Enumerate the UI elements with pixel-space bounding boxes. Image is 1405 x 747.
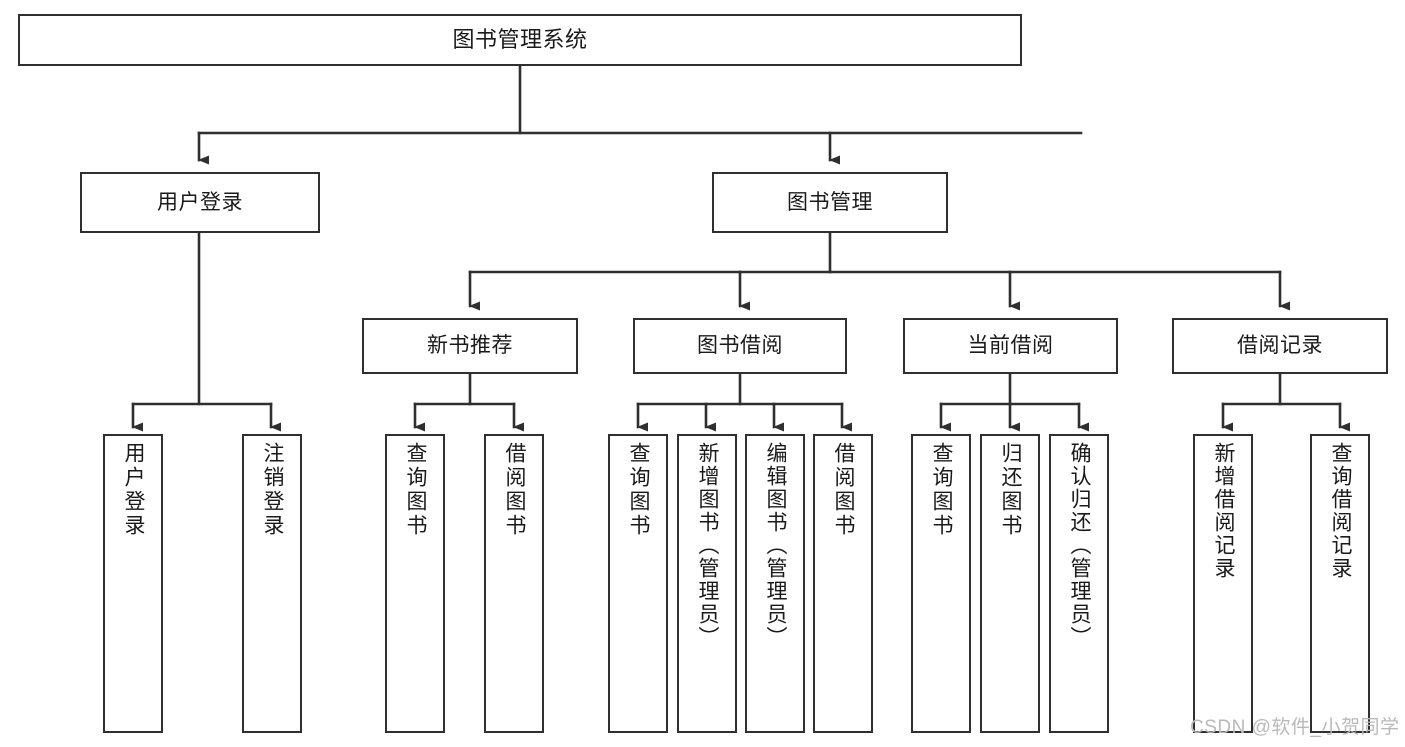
node-user-login[interactable]: 用户登录 — [80, 172, 320, 233]
node-book-management[interactable]: 图书管理 — [712, 172, 948, 233]
node-label: 新增图书（管理员） — [696, 442, 720, 649]
leaf-edit-book-admin[interactable]: 编辑图书（管理员） — [745, 434, 805, 733]
leaf-query-book-new-rec[interactable]: 查询图书 — [385, 434, 445, 733]
node-new-book-recommendation[interactable]: 新书推荐 — [362, 318, 578, 374]
leaf-logout[interactable]: 注销登录 — [242, 434, 302, 733]
node-label: 当前借阅 — [967, 334, 1054, 358]
node-current-borrowing[interactable]: 当前借阅 — [903, 318, 1118, 374]
node-label: 查询图书 — [930, 442, 954, 538]
node-label: 借阅记录 — [1237, 334, 1323, 358]
leaf-return-book[interactable]: 归还图书 — [980, 434, 1040, 733]
node-label: 图书借阅 — [697, 334, 783, 358]
leaf-add-borrow-record[interactable]: 新增借阅记录 — [1193, 434, 1253, 733]
node-root-book-management-system[interactable]: 图书管理系统 — [18, 14, 1022, 66]
leaf-borrow-book-new-rec[interactable]: 借阅图书 — [484, 434, 544, 733]
node-label: 查询图书 — [627, 442, 651, 538]
leaf-confirm-return-admin[interactable]: 确认归还（管理员） — [1049, 434, 1109, 733]
leaf-user-login[interactable]: 用户登录 — [103, 434, 163, 733]
node-label: 借阅图书 — [832, 442, 856, 538]
node-label: 图书管理系统 — [452, 26, 588, 52]
leaf-query-book-borrow[interactable]: 查询图书 — [608, 434, 668, 733]
leaf-query-book-current[interactable]: 查询图书 — [911, 434, 971, 733]
node-label: 编辑图书（管理员） — [764, 442, 788, 649]
node-label: 用户登录 — [122, 442, 146, 538]
node-label: 借阅图书 — [503, 442, 527, 538]
node-label: 注销登录 — [261, 442, 285, 538]
node-label: 新书推荐 — [427, 334, 513, 358]
leaf-borrow-book-borrow[interactable]: 借阅图书 — [813, 434, 873, 733]
node-label: 用户登录 — [157, 190, 243, 214]
node-label: 确认归还（管理员） — [1068, 442, 1092, 649]
node-label: 图书管理 — [787, 190, 873, 214]
node-label: 查询借阅记录 — [1329, 442, 1353, 580]
node-label: 查询图书 — [404, 442, 428, 538]
leaf-add-book-admin[interactable]: 新增图书（管理员） — [677, 434, 737, 733]
node-label: 新增借阅记录 — [1212, 442, 1236, 580]
node-borrowing-record[interactable]: 借阅记录 — [1172, 318, 1388, 374]
csdn-watermark: CSDN @软件_小贺同学 — [1190, 717, 1400, 738]
node-book-borrowing[interactable]: 图书借阅 — [633, 318, 847, 374]
node-label: 归还图书 — [999, 442, 1023, 538]
leaf-query-borrow-record[interactable]: 查询借阅记录 — [1310, 434, 1370, 733]
